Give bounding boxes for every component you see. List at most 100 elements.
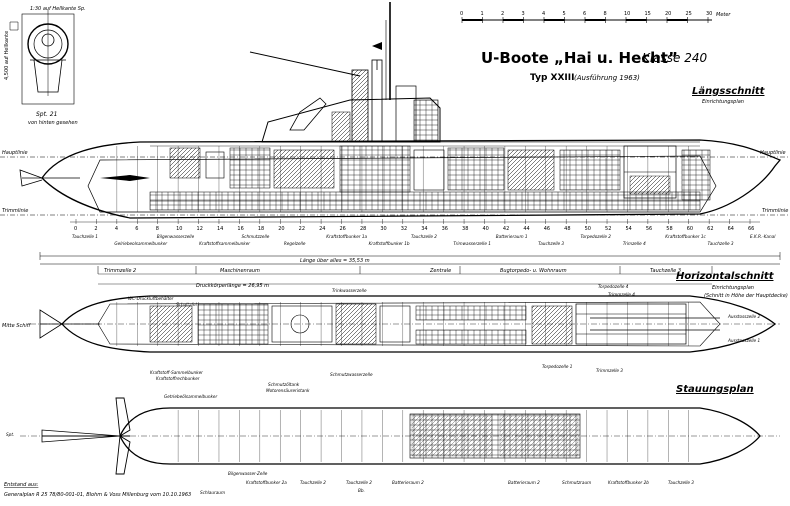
stauung-label: Kraftstoffbunker 2b: [608, 480, 649, 485]
trimmlinie-right: Trimmlinie: [762, 208, 788, 214]
scale-tick-label: 6: [583, 11, 586, 17]
stauung-label: Batterieraum 2: [392, 480, 424, 485]
horizontalschnitt-plan: Mitte Schiff Druckkörperlänge = 26,95 m: [2, 283, 780, 353]
stauung-label: Tauchzelle 3: [668, 480, 694, 485]
frame-number: 2: [94, 226, 97, 232]
frame-number: 8: [156, 226, 159, 232]
frame-number: 60: [687, 226, 693, 232]
stauung-label: Tauchzelle 2: [300, 480, 326, 485]
frame-number: 24: [319, 226, 325, 232]
stauung-label: Schlauraum: [200, 490, 225, 495]
scale-tick-label: 2: [501, 11, 504, 17]
laengs-label: Regelzelle: [284, 241, 306, 246]
klasse-label: Klasse 240: [642, 51, 708, 65]
compartment-label: Zentrale: [429, 268, 451, 274]
frame-number: 46: [544, 226, 550, 232]
laengs-label: Tauchzelle 3: [708, 241, 734, 246]
laengs-label: Trimzelle 4: [623, 241, 646, 246]
horiz-label: Trimmzelle 4: [608, 292, 635, 297]
frame-number: 12: [197, 226, 203, 232]
frame-number: 10: [176, 226, 182, 232]
footer-line1: Entstand aus:: [4, 482, 39, 488]
frame-number: 22: [299, 226, 305, 232]
laengs-label: Bilgenwasserzelle: [157, 234, 195, 239]
laengs-label: Trimwasserzelle 1: [453, 241, 491, 246]
section-horizontalschnitt: Horizontalschnitt: [676, 271, 775, 282]
hauptlinie-right: Hauptlinie: [760, 150, 786, 156]
mitte-schiff-label: Mitte Schiff: [2, 323, 32, 329]
laengs-label: Kraftstoffbunker 1c: [665, 234, 706, 239]
stauung-label: Getriebeölsammelbunker: [164, 394, 217, 399]
horiz-label: Ausstosszelle 1: [727, 338, 760, 343]
frame-number: 32: [401, 226, 407, 232]
stauung-label: Batterieraum 2: [508, 480, 540, 485]
frame-number: 50: [585, 226, 591, 232]
frame-number: 66: [748, 226, 754, 232]
frame-number: 44: [523, 226, 529, 232]
length-dimension: Länge über alles = 35,53 m: [39, 252, 781, 265]
scale-unit: Meter: [716, 12, 731, 18]
laengs-frame-lines: [116, 146, 689, 212]
inset-cross-section: 1:30 auf Hellkante Sp. 4,500 auf Hellkan…: [4, 6, 86, 126]
frame-number: 20: [278, 226, 284, 232]
horiz-label: Schmutzöltank: [268, 382, 300, 387]
stau-frame-lines: [177, 410, 689, 462]
stauung-label: Bb.: [358, 488, 365, 493]
scale-tick-label: 8: [604, 11, 607, 17]
inset-side-label: 4,500 auf Hellkante: [4, 31, 10, 80]
frame-number: 14: [217, 226, 223, 232]
frame-number: 0: [74, 226, 77, 232]
laengs-label: Schmutzzelle: [242, 234, 270, 239]
laengs-label: Gelriebeolsammelbunker: [114, 241, 167, 246]
laengs-label: Tauchzelle 2: [411, 234, 437, 239]
scale-tick-label: 25: [686, 11, 692, 17]
hauptlinie-left: Hauptlinie: [2, 150, 28, 156]
frame-number: 42: [503, 226, 509, 232]
frame-number: 56: [646, 226, 652, 232]
horiz-label: Torpedozelle 4: [598, 284, 629, 289]
section-horizontalschnitt-sub: Einrichtungsplan: [712, 285, 754, 291]
compartment-label: Maschinenraum: [220, 268, 260, 274]
frame-number: 4: [115, 226, 118, 232]
horiz-label: Trimmzelle 3: [596, 368, 623, 373]
frame-number: 28: [360, 226, 366, 232]
horiz-label: Trinkwasserzelle: [332, 288, 367, 293]
horiz-label: Motorensäureristank: [266, 388, 310, 393]
laengs-label: Batterieraum 1: [496, 234, 528, 239]
frame-number: 16: [237, 226, 243, 232]
inset-subtitle: von hinten gesehen: [28, 120, 78, 126]
scale-tick-label: 10: [624, 11, 630, 17]
frame-number: 6: [135, 226, 138, 232]
inset-top-label: 1:30 auf Hellkante Sp.: [30, 6, 86, 12]
main-title: U-Boote „Hai u. Hecht”: [481, 49, 678, 67]
scale-tick-label: 3: [522, 11, 525, 17]
stauung-label: Bilgenwasser-Zelle: [228, 471, 268, 476]
frame-number: 52: [605, 226, 611, 232]
section-stauungsplan: Stauungsplan: [676, 384, 754, 395]
laengs-label: Kraftstoffbunker 1a: [326, 234, 367, 239]
frame-number: 18: [258, 226, 264, 232]
section-laengsschnitt-sub: Einrichtungsplan: [702, 99, 744, 105]
frame-number: 40: [482, 226, 488, 232]
horiz-label: Kraftstoff-Sammelbunker: [150, 370, 203, 375]
compartment-label: Bugtorpedo- u. Wohnraum: [500, 268, 567, 274]
ausfuehrung-label: (Ausführung 1963): [574, 74, 640, 82]
scale-tick-label: 0: [460, 11, 463, 17]
laengs-label: Tauchzelle 1: [72, 234, 98, 239]
typ-label: Typ XXIII: [530, 73, 574, 83]
frame-number: 58: [666, 226, 672, 232]
stauungsplan-plan: [20, 397, 780, 475]
laengs-label: Kraftstoffbunker 1b: [369, 241, 410, 246]
frame-number: 36: [442, 226, 448, 232]
stauung-label: Kraftstoffbunker 2a: [246, 480, 287, 485]
horiz-label: Schaltafel: [176, 302, 198, 307]
horiz-frame-lines: [116, 302, 689, 346]
compartment-label: Trimmzelle 2: [104, 268, 136, 274]
druckkoerper-label: Druckkörperlänge = 26,95 m: [196, 283, 269, 289]
horiz-label: Schmutzwasserzelle: [330, 372, 373, 377]
frame-number: 38: [462, 226, 468, 232]
frame-number: 30: [380, 226, 386, 232]
stauung-label: Spt.: [6, 432, 14, 437]
laengsschnitt-labels: Tauchzelle 1 Gelriebeolsammelbunker Bilgen…: [72, 234, 776, 246]
